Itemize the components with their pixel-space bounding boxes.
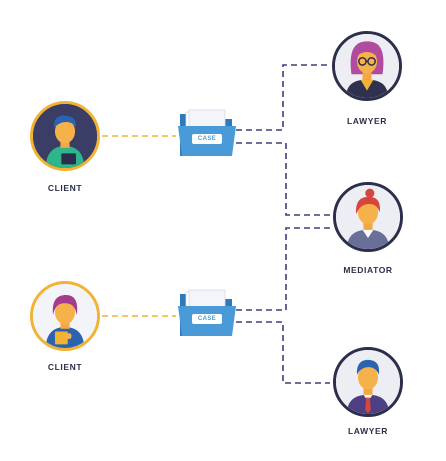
case-folder-top: CASE — [176, 108, 238, 160]
mediator-woman-icon — [336, 185, 400, 249]
case-tag-bottom: CASE — [192, 314, 222, 324]
lawyer-top-label: LAWYER — [347, 116, 387, 126]
mediator-label: MEDIATOR — [343, 265, 393, 275]
client-bottom-avatar — [30, 281, 100, 351]
connector-case-bottom-to-mediator — [236, 227, 330, 311]
lawyer-bottom-avatar — [333, 347, 403, 417]
connector-case-top-to-lawyer — [236, 64, 330, 131]
client-top-label: CLIENT — [47, 183, 83, 193]
case-tag-top: CASE — [192, 134, 222, 144]
lawyer-bottom-label: LAWYER — [348, 426, 388, 436]
client-top-avatar — [30, 101, 100, 171]
lawyer-man-icon — [336, 350, 400, 414]
lawyer-woman-glasses-icon — [335, 34, 399, 98]
lawyer-top-avatar — [332, 31, 402, 101]
connector-case-bottom-to-lawyer — [236, 321, 330, 384]
client-woman-icon — [33, 284, 97, 348]
client-man-icon — [33, 104, 97, 168]
case-folder-bottom: CASE — [176, 288, 238, 340]
connector-case-top-to-mediator — [236, 142, 330, 216]
client-bottom-label: CLIENT — [47, 362, 83, 372]
mediator-avatar — [333, 182, 403, 252]
